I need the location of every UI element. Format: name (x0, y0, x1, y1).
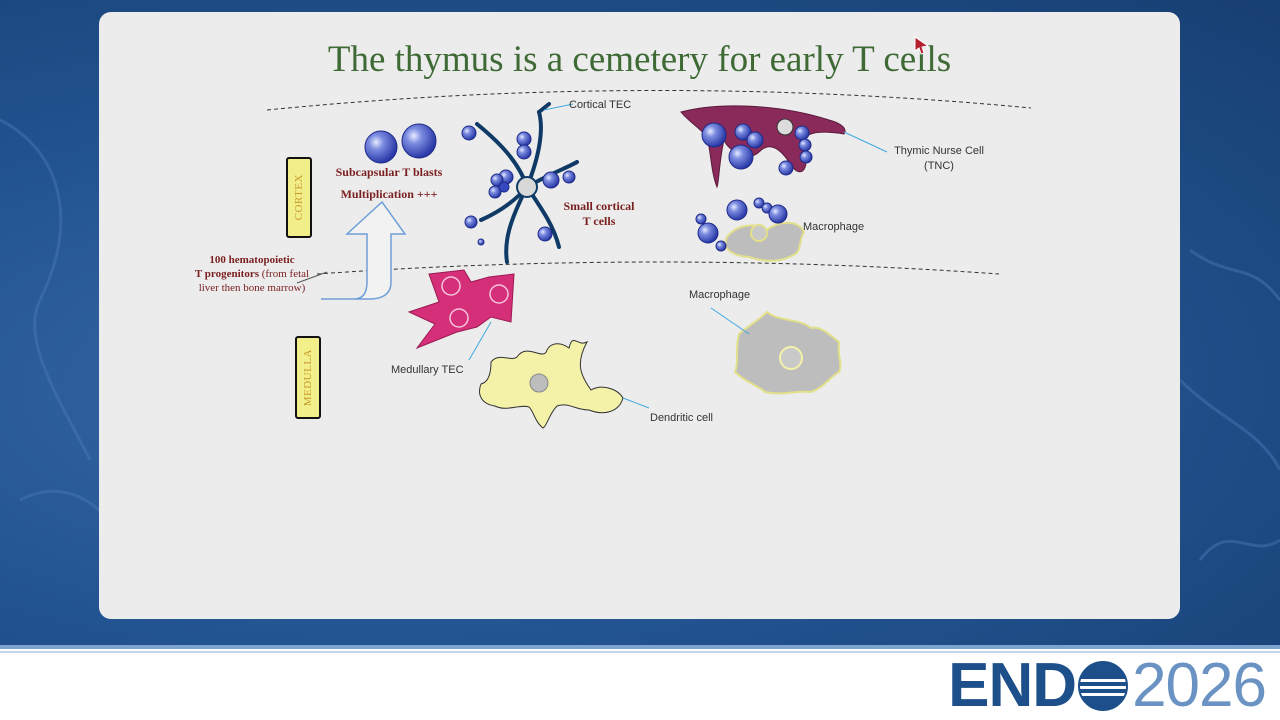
subcapsular-label: Subcapsular T blasts Multiplication +++ (335, 165, 443, 201)
logo-year-text: 2026 (1132, 651, 1267, 720)
corticomedullary-boundary (316, 261, 1000, 275)
cortical-tec-label: Cortical TEC (569, 99, 632, 111)
cortical-macrophage-label: Macrophage (803, 221, 865, 233)
footer-stripe-thin (0, 651, 1280, 653)
t-blast-2 (401, 123, 437, 159)
medullary-tec-label: Medullary TEC (391, 364, 464, 376)
cortex-zone-label: CORTEX (286, 157, 312, 238)
footer-stripe (0, 645, 1280, 649)
thymus-diagram (266, 90, 1032, 429)
thymic-nurse-cell (680, 105, 888, 189)
medulla-zone-label: MEDULLA (295, 336, 321, 419)
small-cortical-label: Small cortical T cells (563, 199, 635, 228)
t-blast-1 (364, 130, 398, 164)
small-cortical-t-cells (461, 125, 576, 246)
slide-card: The thymus is a cemetery for early T cel… (99, 12, 1180, 619)
logo-brand-text: END (948, 651, 1077, 720)
dendritic-cell-label: Dendritic cell (650, 412, 713, 424)
medullary-macrophage (710, 307, 842, 395)
cortical-macrophage (695, 197, 806, 262)
progenitor-label: 100 hematopoietic T progenitors (from fe… (194, 254, 310, 294)
medullary-macrophage-label: Macrophage (689, 289, 751, 301)
dendritic-cell (479, 339, 650, 429)
globe-icon (1078, 661, 1129, 711)
progenitor-arrow (321, 200, 407, 300)
medullary-tec (407, 269, 515, 361)
capsule-boundary (266, 90, 1032, 111)
thymic-nurse-cell-label: Thymic Nurse Cell (TNC) (894, 145, 984, 172)
footer-bar (0, 645, 1280, 720)
pointer-cursor-icon (914, 36, 930, 55)
slide-title: The thymus is a cemetery for early T cel… (327, 39, 952, 80)
endo-logo: END 2026 (948, 651, 1267, 720)
